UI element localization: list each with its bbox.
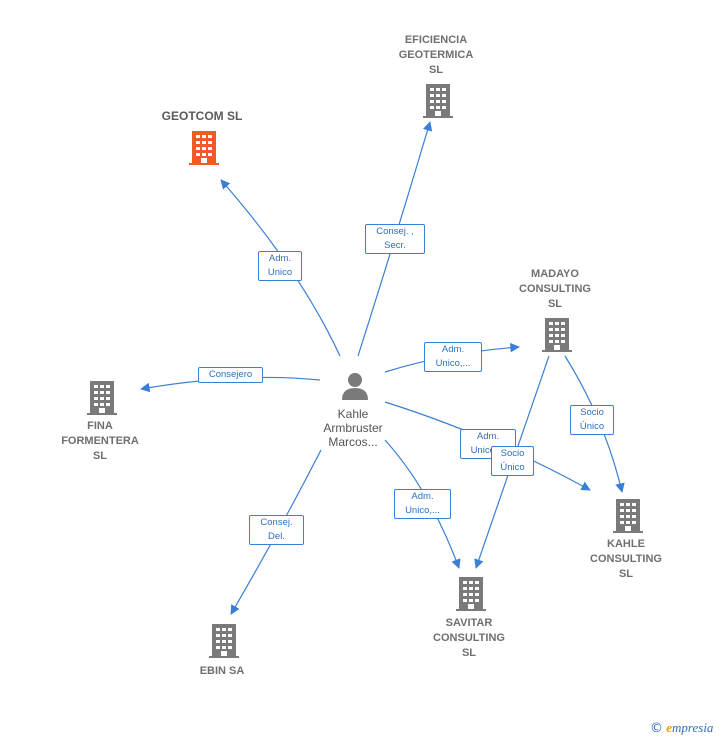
edge-label-madayo: Adm. Unico,... (424, 342, 482, 372)
edge-label-madayo-kahle: Socio Único (570, 405, 614, 435)
building-icon[interactable] (613, 499, 643, 533)
brand-footer[interactable]: © empresia (650, 720, 713, 736)
company-label-savitar[interactable]: SAVITAR CONSULTING SL (433, 617, 505, 659)
brand-initial: e (666, 720, 673, 735)
copyright-icon: © (650, 721, 663, 736)
company-label-geotcom[interactable]: GEOTCOM SL (161, 109, 243, 123)
building-icon[interactable] (209, 624, 239, 658)
edge-label-savitar: Adm. Unico,... (394, 489, 451, 519)
company-label-fina[interactable]: FINA FORMENTERA SL (61, 420, 139, 462)
brand-name: mpresia (672, 720, 714, 735)
building-icon[interactable] (456, 577, 486, 611)
building-icon[interactable] (189, 131, 219, 165)
person-label[interactable]: Kahle Armbruster Marcos... (323, 407, 383, 449)
company-label-ebin[interactable]: EBIN SA (199, 665, 245, 677)
company-label-madayo[interactable]: MADAYO CONSULTING SL (519, 268, 591, 310)
company-label-eficiencia[interactable]: EFICIENCIA GEOTERMICA SL (398, 34, 474, 76)
edge-label-geotcom: Adm. Unico (258, 251, 302, 281)
edge-label-madayo-savitar: Socio Único (491, 446, 534, 476)
person-icon[interactable] (340, 371, 370, 401)
edge-label-fina: Consejero (198, 367, 263, 383)
company-label-kahle[interactable]: KAHLE CONSULTING SL (590, 538, 662, 580)
building-icon[interactable] (87, 381, 117, 415)
edge-label-eficiencia: Consej. , Secr. (365, 224, 425, 254)
edge-label-ebin: Consej. Del. (249, 515, 304, 545)
building-icon[interactable] (423, 84, 453, 118)
building-icon[interactable] (542, 318, 572, 352)
